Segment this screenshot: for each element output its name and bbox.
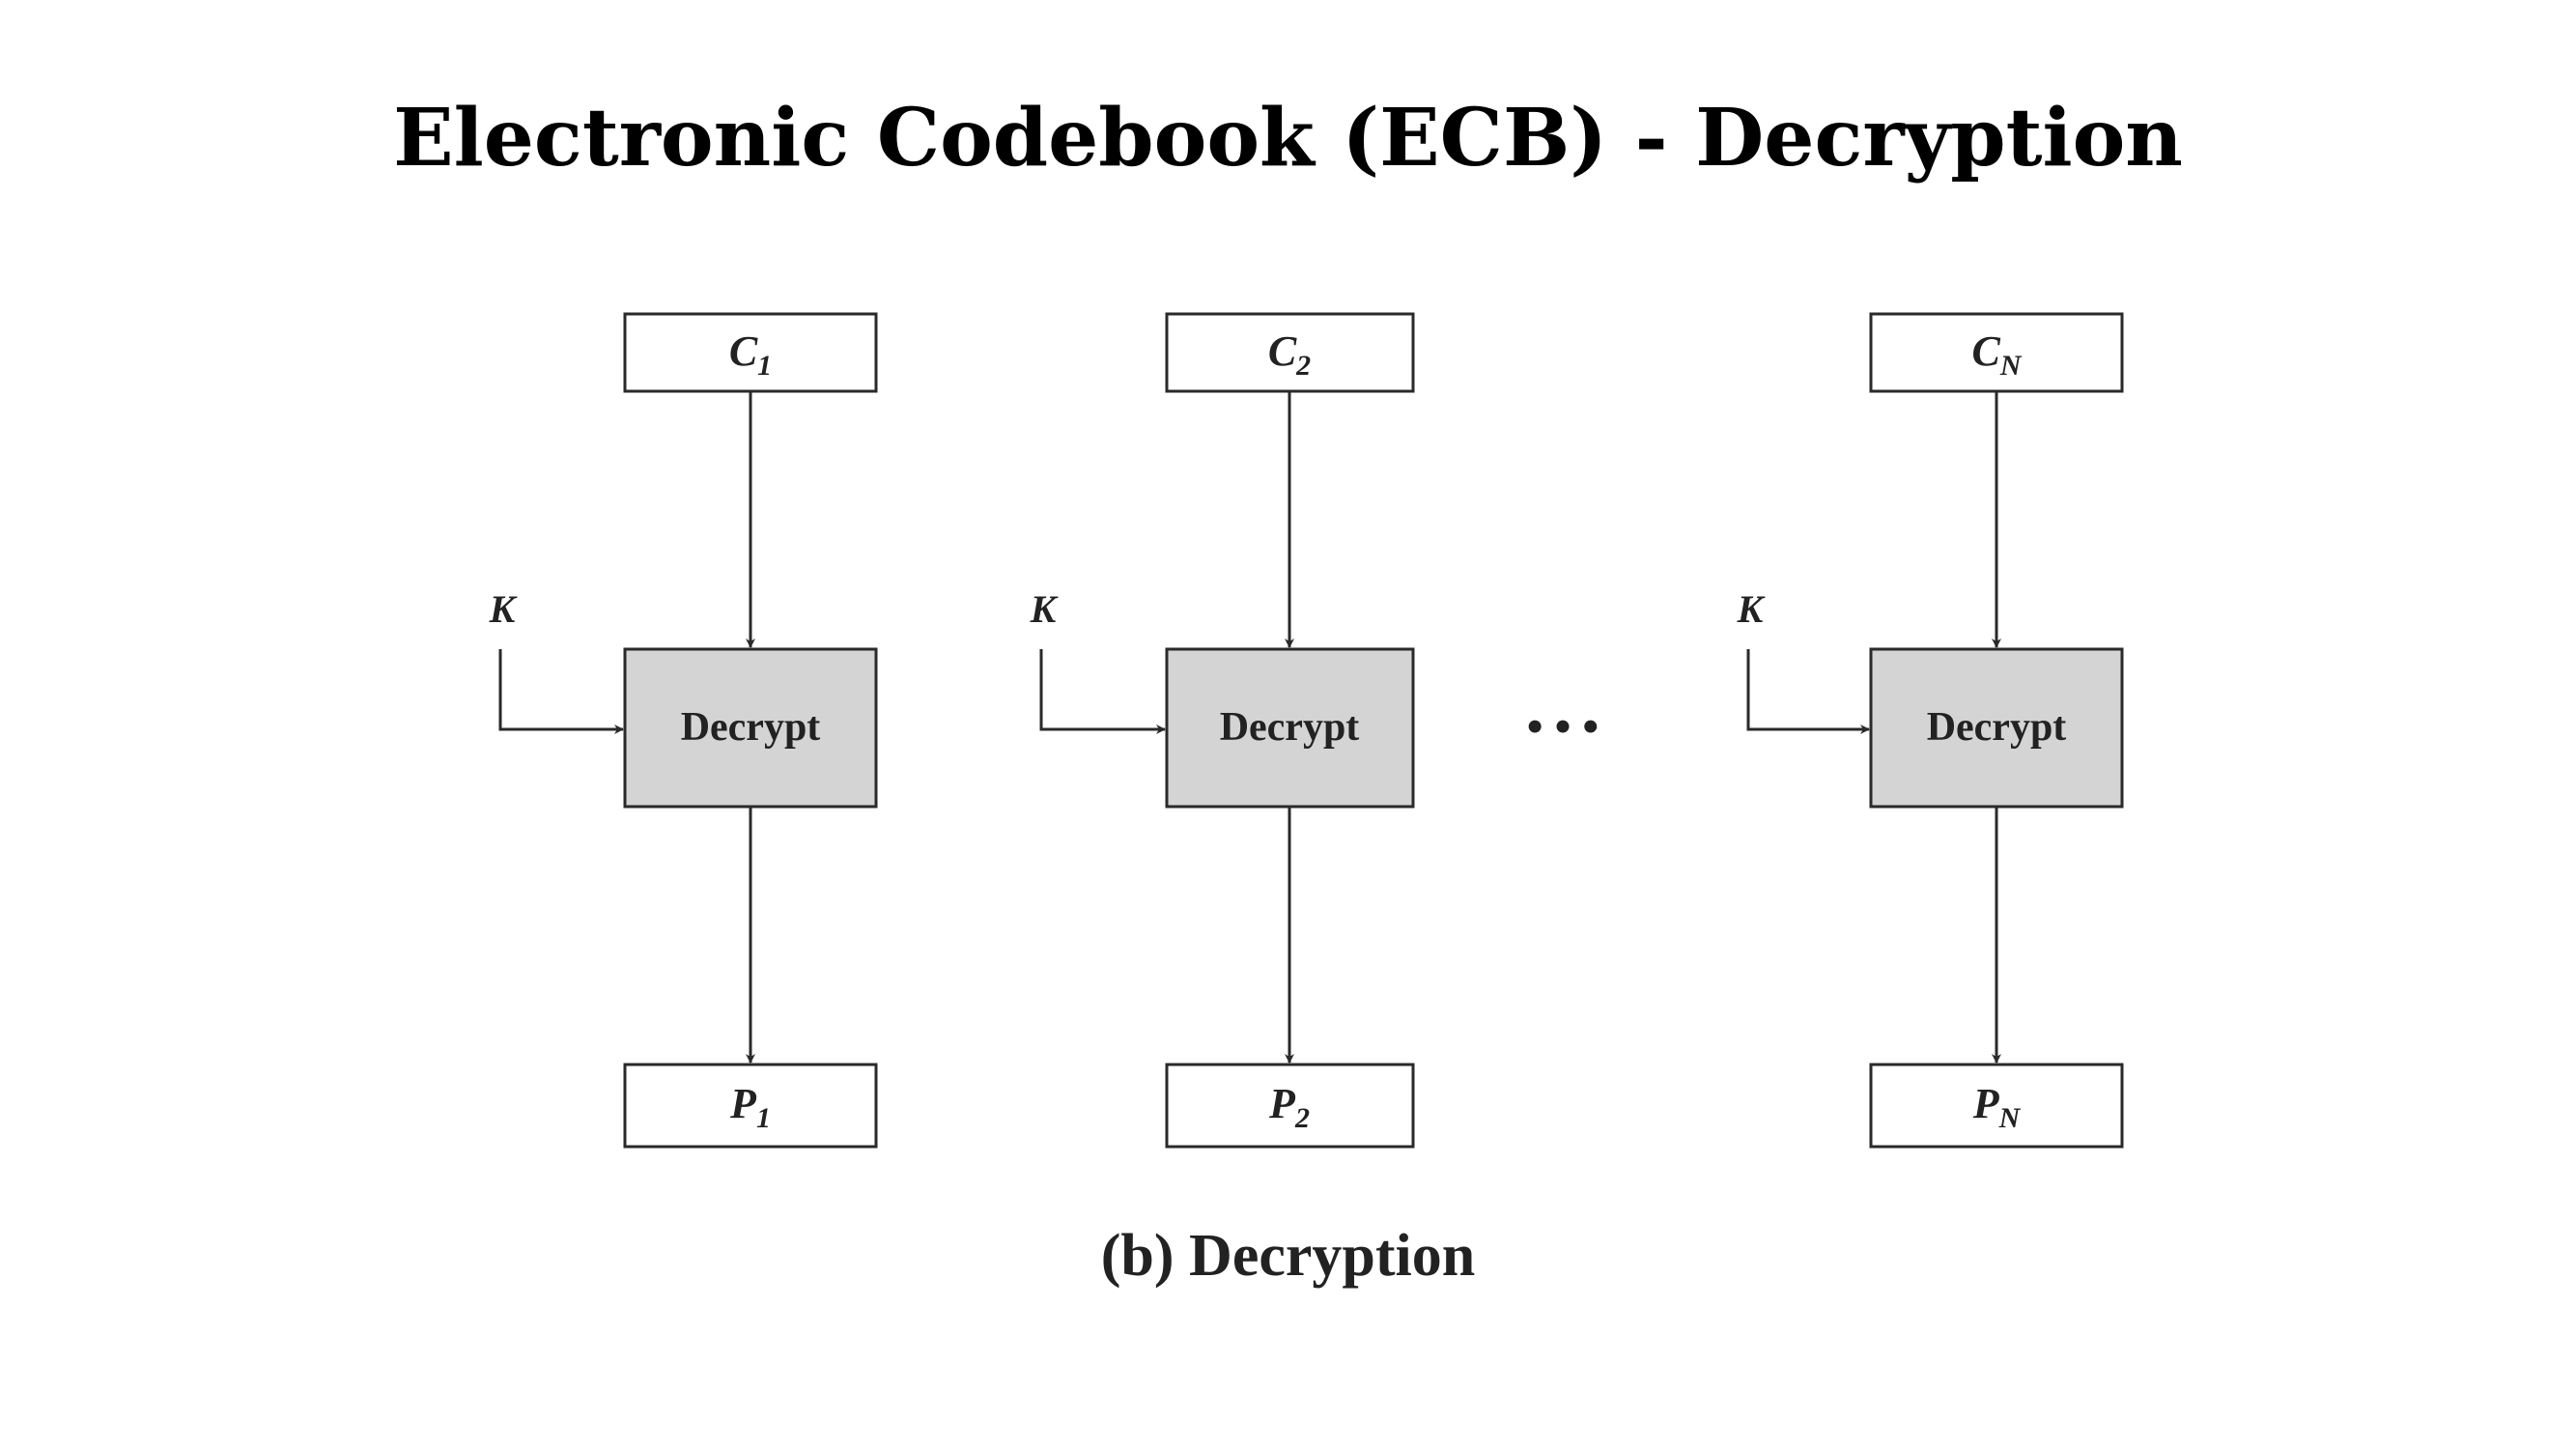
decrypt-label-1: Decrypt [681, 705, 821, 750]
plaintext-box-n [1869, 1063, 2124, 1149]
ciphertext-label-2: C2 [1268, 327, 1311, 382]
ciphertext-box-2 [1165, 312, 1415, 393]
ciphertext-box-1 [623, 312, 878, 393]
plaintext-label-2: P2 [1268, 1080, 1310, 1134]
ellipsis-dots: • • • [1527, 701, 1599, 753]
arrow-key-to-decrypt-1 [498, 649, 624, 734]
decrypt-box-1 [623, 647, 878, 809]
plaintext-label-n: PN [1972, 1080, 2022, 1134]
column-2: C2 Decrypt K P2 [1030, 312, 1415, 1149]
arrow-key-to-decrypt-n [1746, 649, 1870, 734]
key-label-1: K [489, 587, 518, 631]
ciphertext-box-n [1869, 312, 2124, 393]
decrypt-label-2: Decrypt [1220, 705, 1360, 750]
column-n: CN Decrypt K PN [1737, 312, 2124, 1149]
figure-caption: (b) Decryption [1100, 1223, 1476, 1289]
ciphertext-label-1: C1 [729, 327, 772, 382]
arrow-key-to-decrypt-2 [1039, 649, 1166, 734]
decrypt-box-2 [1165, 647, 1415, 809]
ciphertext-label-n: CN [1971, 327, 2022, 382]
plaintext-box-2 [1165, 1063, 1415, 1149]
slide-title: Electronic Codebook (ECB) - Decryption [393, 92, 2183, 185]
column-1: C1 Decrypt K P1 [489, 312, 878, 1149]
plaintext-label-1: P1 [729, 1080, 771, 1134]
plaintext-box-1 [623, 1063, 878, 1149]
key-label-n: K [1737, 587, 1766, 631]
decrypt-label-n: Decrypt [1927, 705, 2067, 750]
key-label-2: K [1030, 587, 1059, 631]
